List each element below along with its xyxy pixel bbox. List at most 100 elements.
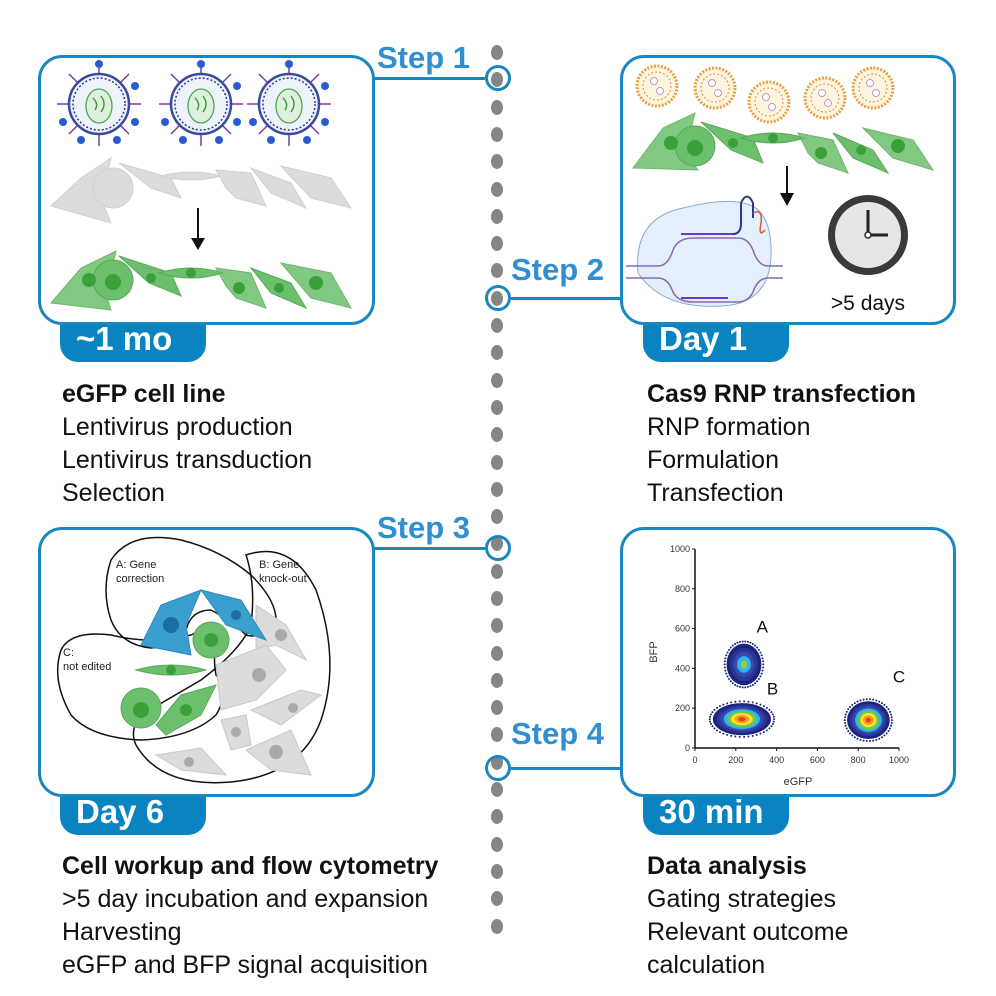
population-label: C	[893, 667, 905, 686]
event-dot	[890, 716, 893, 719]
step-3-duration-tab: Day 6	[60, 791, 206, 835]
event-dot	[762, 666, 765, 669]
timeline-dot	[491, 482, 503, 497]
event-dot	[859, 699, 862, 702]
event-dot	[723, 666, 726, 669]
timeline-dot	[491, 455, 503, 470]
event-dot	[890, 719, 893, 722]
timeline-dot	[491, 318, 503, 333]
population-label: A	[757, 618, 769, 637]
event-dot	[872, 739, 875, 742]
event-dot	[709, 713, 712, 716]
step-3-label: Step 3	[377, 510, 471, 545]
event-dot	[743, 700, 746, 703]
event-dot	[749, 641, 752, 644]
event-dot	[757, 648, 760, 651]
event-dot	[731, 644, 734, 647]
event-dot	[762, 663, 765, 666]
event-dot	[887, 729, 890, 732]
event-dot	[739, 640, 742, 643]
timeline-dot	[491, 727, 503, 742]
event-dot	[851, 734, 854, 737]
event-dot	[730, 701, 733, 704]
step-2-timeline-marker	[485, 285, 511, 311]
event-dot	[890, 721, 893, 724]
y-tick-label: 200	[675, 703, 690, 713]
event-dot	[709, 715, 712, 718]
step-2-connector	[511, 297, 624, 300]
event-dot	[711, 725, 714, 728]
step-4-label: Step 4	[511, 716, 605, 751]
timeline-dot	[491, 618, 503, 633]
event-dot	[883, 734, 886, 737]
event-dot	[865, 739, 868, 742]
timeline-dot	[491, 263, 503, 278]
step-1-duration-tab: ~1 mo	[60, 318, 206, 362]
event-dot	[726, 675, 729, 678]
step-1-title: eGFP cell line	[62, 380, 226, 408]
event-dot	[756, 680, 759, 683]
lipid-nanoparticle-icon	[803, 76, 847, 120]
step-4-timeline-marker	[485, 755, 511, 781]
step-2-duration-tab: Day 1	[643, 318, 789, 362]
step-3-title: Cell workup and flow cytometry	[62, 852, 439, 880]
event-dot	[759, 675, 762, 678]
lentivirus-icon	[157, 58, 245, 148]
event-dot	[887, 708, 890, 711]
group-c-label: not edited	[63, 661, 111, 673]
event-dot	[849, 705, 852, 708]
event-dot	[734, 643, 737, 646]
event-dot	[773, 718, 776, 721]
clock-icon	[828, 195, 908, 275]
green-cell-row	[50, 250, 353, 311]
density-contour	[740, 660, 748, 669]
group-b-label: B: Gene	[259, 559, 299, 571]
population-A	[723, 640, 765, 689]
x-tick-label: 1000	[889, 755, 909, 765]
event-dot	[751, 683, 754, 686]
step-1-panel	[38, 55, 375, 325]
step-3-panel: A: Gene correction B: Gene knock-out C: …	[38, 527, 375, 797]
step-1-description: eGFP cell line Lentivirus production Len…	[62, 378, 312, 510]
step-3-description: Cell workup and flow cytometry >5 day in…	[62, 850, 438, 982]
timeline-dot	[491, 373, 503, 388]
event-dot	[878, 737, 881, 740]
step-3-item: eGFP and BFP signal acquisition	[62, 951, 428, 979]
step-3-connector	[372, 547, 485, 550]
event-dot	[760, 654, 763, 657]
y-tick-label: 800	[675, 584, 690, 594]
event-dot	[738, 735, 741, 738]
event-dot	[869, 739, 872, 742]
step-4-description: Data analysis Gating strategies Relevant…	[647, 850, 849, 982]
event-dot	[739, 685, 742, 688]
population-label: B	[767, 679, 778, 698]
lipid-nanoparticle-icon	[693, 66, 737, 110]
event-dot	[711, 711, 714, 714]
step-1-illustration	[50, 58, 353, 311]
event-dot	[723, 660, 726, 663]
event-dot	[751, 701, 754, 704]
y-tick-label: 0	[685, 743, 690, 753]
timeline-dot	[491, 782, 503, 797]
lentivirus-icon	[245, 58, 333, 148]
event-dot	[889, 727, 892, 730]
timeline-dot	[491, 154, 503, 169]
step-3-timeline-marker	[485, 535, 511, 561]
group-c-label: C:	[63, 647, 74, 659]
event-dot	[722, 703, 725, 706]
lentivirus-icon	[55, 58, 143, 148]
event-dot	[726, 702, 729, 705]
event-dot	[751, 643, 754, 646]
event-dot	[843, 719, 846, 722]
event-dot	[762, 660, 765, 663]
step-4-item: Relevant outcome	[647, 918, 849, 946]
step-4-item: Gating strategies	[647, 885, 836, 913]
event-dot	[772, 720, 775, 723]
event-dot	[890, 724, 893, 727]
event-dot	[724, 669, 727, 672]
event-dot	[844, 713, 847, 716]
event-dot	[851, 703, 854, 706]
event-dot	[741, 686, 744, 689]
group-a-label: A: Gene	[116, 559, 156, 571]
